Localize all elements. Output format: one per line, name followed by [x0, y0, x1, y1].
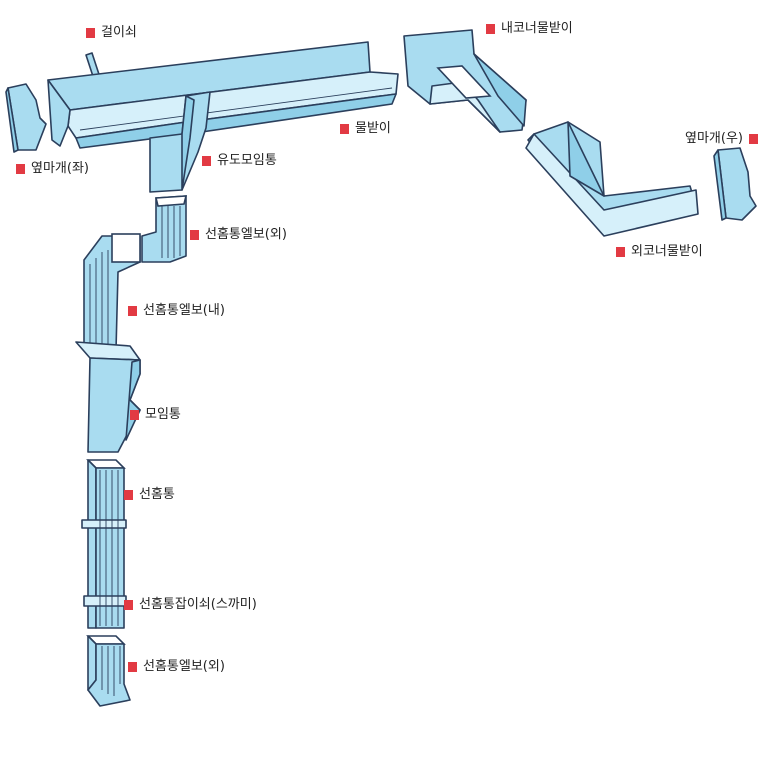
label-text: 유도모임통: [217, 153, 277, 168]
marker-icon: [124, 490, 133, 500]
label-text: 외코너물받이: [631, 244, 703, 259]
label-text: 옆마개(좌): [31, 161, 89, 176]
label-hook: 걸이쇠: [86, 26, 137, 40]
inner-corner-part: [403, 29, 527, 133]
marker-icon: [486, 24, 495, 34]
label-downpipe: 선홈통: [124, 488, 175, 502]
gutter-part: [47, 41, 399, 149]
label-gutter: 물받이: [340, 122, 391, 136]
label-outer-corner: 외코너물받이: [616, 245, 703, 259]
label-text: 걸이쇠: [101, 25, 137, 40]
label-text: 내코너물받이: [501, 21, 573, 36]
marker-icon: [16, 164, 25, 174]
label-bracket: 선홈통잡이쇠(스까미): [124, 598, 257, 612]
label-elbow-top: 선홈통엘보(외): [190, 228, 287, 242]
marker-icon: [86, 28, 95, 38]
marker-icon: [128, 662, 137, 672]
label-text: 물받이: [355, 121, 391, 136]
label-text: 모임통: [145, 407, 181, 422]
label-elbow-inner: 선홈통엘보(내): [128, 304, 225, 318]
label-text: 선홈통잡이쇠(스까미): [139, 597, 257, 612]
label-text: 선홈통엘보(내): [143, 303, 225, 318]
label-text: 선홈통: [139, 487, 175, 502]
label-text: 옆마개(우): [685, 131, 743, 146]
marker-icon: [748, 134, 758, 144]
label-end-cap-left: 옆마개(좌): [16, 162, 89, 176]
marker-icon: [340, 124, 349, 134]
marker-icon: [124, 600, 133, 610]
label-inner-corner: 내코너물받이: [486, 22, 573, 36]
end-cap-right-part: [713, 147, 757, 221]
marker-icon: [616, 247, 625, 257]
end-cap-left-part: [5, 83, 47, 153]
funnel-part: [149, 91, 211, 193]
marker-icon: [202, 156, 211, 166]
label-funnel: 유도모임통: [202, 154, 277, 168]
label-text: 선홈통엘보(외): [143, 659, 225, 674]
marker-icon: [128, 306, 137, 316]
elbow-bottom-part: [86, 635, 131, 707]
downpipe-part: [81, 459, 127, 629]
label-text: 선홈통엘보(외): [205, 227, 287, 242]
collector-part: [75, 341, 141, 453]
label-collector: 모임통: [130, 408, 181, 422]
label-end-cap-right: 옆마개(우): [685, 132, 758, 146]
elbow-inner-part: [83, 233, 141, 351]
marker-icon: [190, 230, 199, 240]
label-elbow-bottom: 선홈통엘보(외): [128, 660, 225, 674]
marker-icon: [130, 410, 139, 420]
outer-corner-part: [525, 121, 699, 237]
elbow-top-part: [141, 195, 188, 263]
